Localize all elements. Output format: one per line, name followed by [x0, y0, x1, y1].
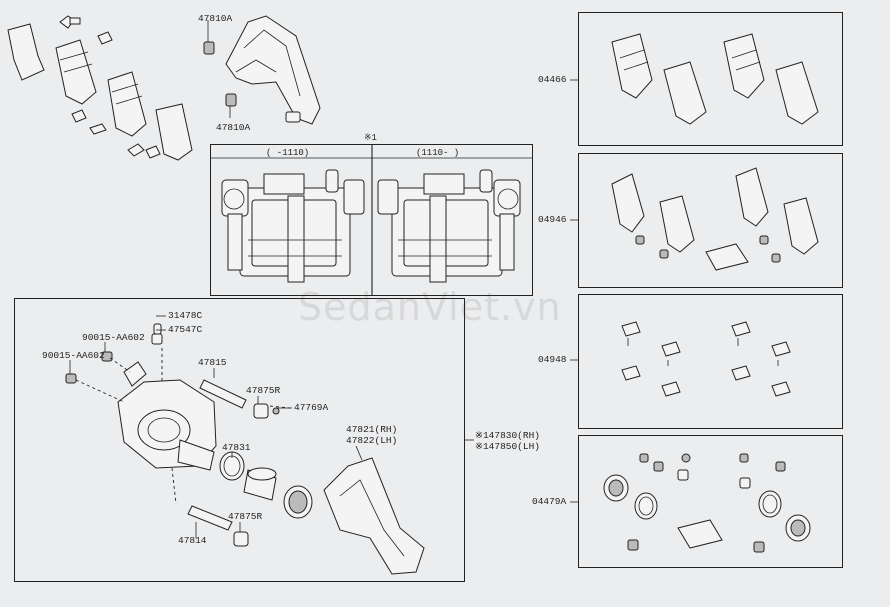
kit-label-04479a: 04479A	[532, 496, 567, 507]
part-label-47850-lh: ※147850(LH)	[475, 441, 540, 452]
inset-left-header: ( -1110)	[266, 148, 310, 158]
part-label-47814: 47814	[178, 535, 207, 546]
guide-pins	[187, 379, 280, 547]
kit-04948-clips	[621, 321, 791, 397]
part-label-31478c: 31478C	[168, 310, 203, 321]
mounting-bracket-top	[203, 15, 321, 125]
part-label-47875r-1: 47875R	[246, 385, 281, 396]
inset-caliper-left	[221, 169, 365, 283]
inset-note: ※1	[364, 133, 377, 143]
kit-04466-pads	[611, 33, 819, 125]
kit-box-04946	[578, 153, 843, 288]
part-label-47831: 47831	[222, 442, 251, 453]
inset-caliper-right	[377, 169, 521, 283]
kit-box-04466	[578, 12, 843, 146]
kit-label-04466: 04466	[538, 74, 567, 85]
kit-label-04948: 04948	[538, 354, 567, 365]
part-label-47810a-bottom: 47810A	[216, 122, 251, 133]
part-label-90015-aa602-2: 90015-AA602	[42, 350, 105, 361]
kit-label-04946: 04946	[538, 214, 567, 225]
caliper-assembly-box	[14, 298, 465, 582]
watermark: SedanViet.vn	[298, 285, 562, 329]
part-label-47822-lh: 47822(LH)	[346, 435, 398, 446]
inset-right-header: (1110- )	[416, 148, 460, 158]
loose-brake-pads	[7, 15, 193, 161]
caliper-body	[65, 323, 217, 471]
piston-and-seals	[219, 451, 313, 519]
part-label-47830-rh: ※147830(RH)	[475, 430, 540, 441]
kit-04479a-seals	[603, 453, 811, 553]
part-label-47769a: 47769A	[294, 402, 329, 413]
part-label-47875r-2: 47875R	[228, 511, 263, 522]
kit-box-04479a	[578, 435, 843, 568]
kit-box-04948	[578, 294, 843, 429]
kit-04946-shims	[611, 167, 819, 271]
part-label-47810a-top: 47810A	[198, 13, 233, 24]
part-label-90015-aa602-1: 90015-AA602	[82, 332, 145, 343]
part-label-47821-rh: 47821(RH)	[346, 424, 398, 435]
part-label-47547c: 47547C	[168, 324, 203, 335]
part-label-47815: 47815	[198, 357, 227, 368]
caliper-mounting-bracket	[323, 457, 425, 575]
